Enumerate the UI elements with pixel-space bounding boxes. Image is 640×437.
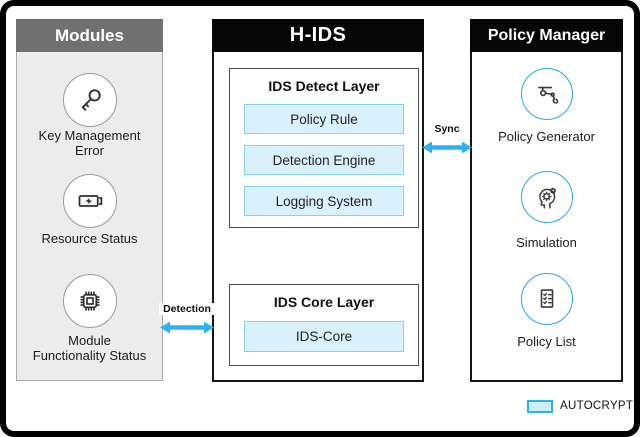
autocrypt-legend-label: AUTOCRYPT <box>560 400 634 412</box>
policy-manager-header: Policy Manager <box>470 19 623 52</box>
policy-manager-panel: Policy Manager Policy Generator <box>470 19 623 382</box>
component-logging-system: Logging System <box>244 186 404 216</box>
hids-title: H-IDS <box>289 24 347 46</box>
chip-icon <box>62 274 117 328</box>
ids-detect-layer-title: IDS Detect Layer <box>268 78 380 94</box>
hids-body: IDS Detect Layer Policy Rule Detection E… <box>212 52 424 382</box>
checklist-icon <box>520 273 573 325</box>
sync-arrow-label: Sync <box>424 123 470 135</box>
detection-arrow-icon <box>160 320 214 335</box>
policy-manager-item-label: Policy Generator <box>498 129 595 144</box>
module-item-label: Key Management Error <box>38 128 141 158</box>
detection-arrow-label: Detection <box>159 303 215 315</box>
module-item-label: Module Functionality Status <box>32 333 147 363</box>
ids-core-layer-title: IDS Core Layer <box>273 294 375 310</box>
robot-arm-icon <box>520 68 573 120</box>
component-policy-rule: Policy Rule <box>244 104 404 134</box>
policy-manager-title: Policy Manager <box>487 26 606 44</box>
component-detection-engine: Detection Engine <box>244 145 404 175</box>
autocrypt-legend-swatch <box>527 400 553 413</box>
module-item-label: Resource Status <box>41 231 138 246</box>
hids-header: H-IDS <box>212 19 424 52</box>
modules-title: Modules <box>55 25 124 45</box>
component-ids-core: IDS-Core <box>244 321 404 352</box>
battery-charging-icon <box>62 174 117 228</box>
policy-manager-item-label: Simulation <box>516 235 577 250</box>
modules-panel: Modules Key Management Error <box>16 19 163 381</box>
modules-body: Key Management Error Resource Status <box>16 52 163 381</box>
head-gears-icon <box>520 171 573 223</box>
modules-header: Modules <box>16 19 163 52</box>
sync-arrow-icon <box>422 140 472 155</box>
policy-manager-item-label: Policy List <box>517 334 576 349</box>
policy-manager-body: Policy Generator Simulation <box>470 52 623 382</box>
key-icon <box>62 73 117 127</box>
ids-detect-layer: IDS Detect Layer Policy Rule Detection E… <box>229 68 419 228</box>
hids-panel: H-IDS IDS Detect Layer Policy Rule Detec… <box>212 19 424 382</box>
ids-core-layer: IDS Core Layer IDS-Core <box>229 284 419 366</box>
